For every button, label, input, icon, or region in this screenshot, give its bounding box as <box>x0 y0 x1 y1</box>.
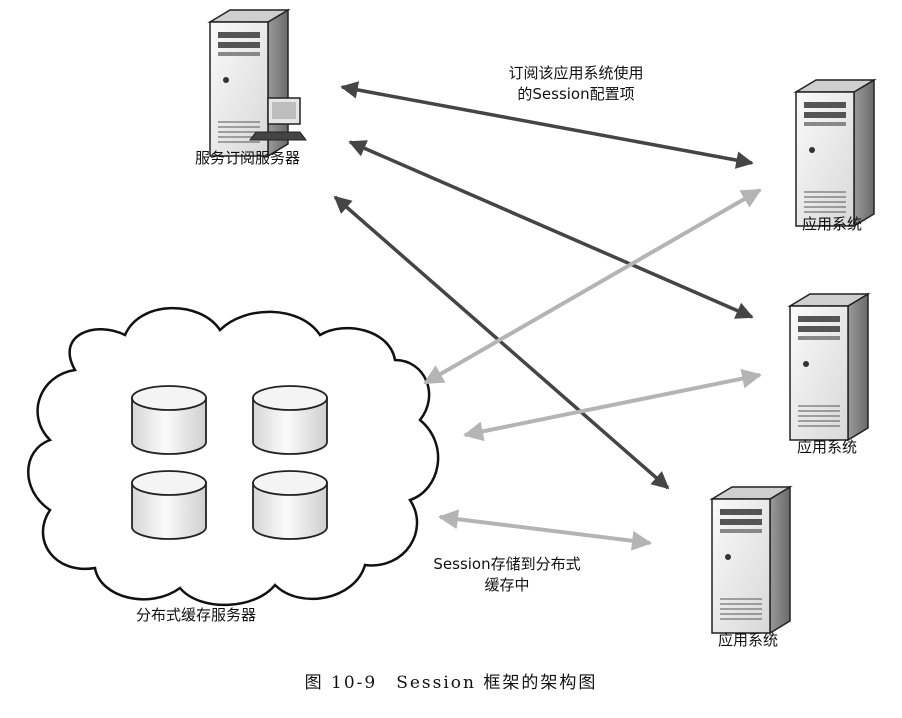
subscription-server-label: 服务订阅服务器 <box>195 149 301 167</box>
app-server-3-icon <box>711 486 791 634</box>
app-system-1-label: 应用系统 <box>802 215 863 233</box>
store-edge-label-line1: Session存储到分布式 <box>433 555 581 573</box>
cache-db-icon <box>131 385 207 455</box>
cache-arrow-app2 <box>463 368 762 442</box>
cache-db-icon <box>252 470 328 540</box>
store-edge-label-line2: 缓存中 <box>484 576 530 594</box>
cache-db-icon <box>252 385 328 455</box>
app-system-3-label: 应用系统 <box>718 631 779 649</box>
app-server-1-icon <box>795 79 875 227</box>
app-system-2-label: 应用系统 <box>797 438 858 456</box>
figure-caption: 图 10-9 Session 框架的架构图 <box>304 673 598 693</box>
store-edge-label: Session存储到分布式 缓存中 <box>412 553 602 595</box>
subscription-server-icon <box>209 9 307 157</box>
cache-arrow-app1 <box>423 188 762 385</box>
cache-arrow-app3 <box>438 509 652 551</box>
cache-cloud <box>27 306 440 607</box>
subscribe-edge-label-line1: 订阅该应用系统使用 <box>508 64 644 82</box>
subscribe-edge-label-line2: 的Session配置项 <box>517 85 635 103</box>
cache-server-label: 分布式缓存服务器 <box>136 606 257 624</box>
app-server-2-icon <box>789 293 869 441</box>
subscribe-edge-label: 订阅该应用系统使用 的Session配置项 <box>476 62 676 104</box>
cache-db-icon <box>131 470 207 540</box>
